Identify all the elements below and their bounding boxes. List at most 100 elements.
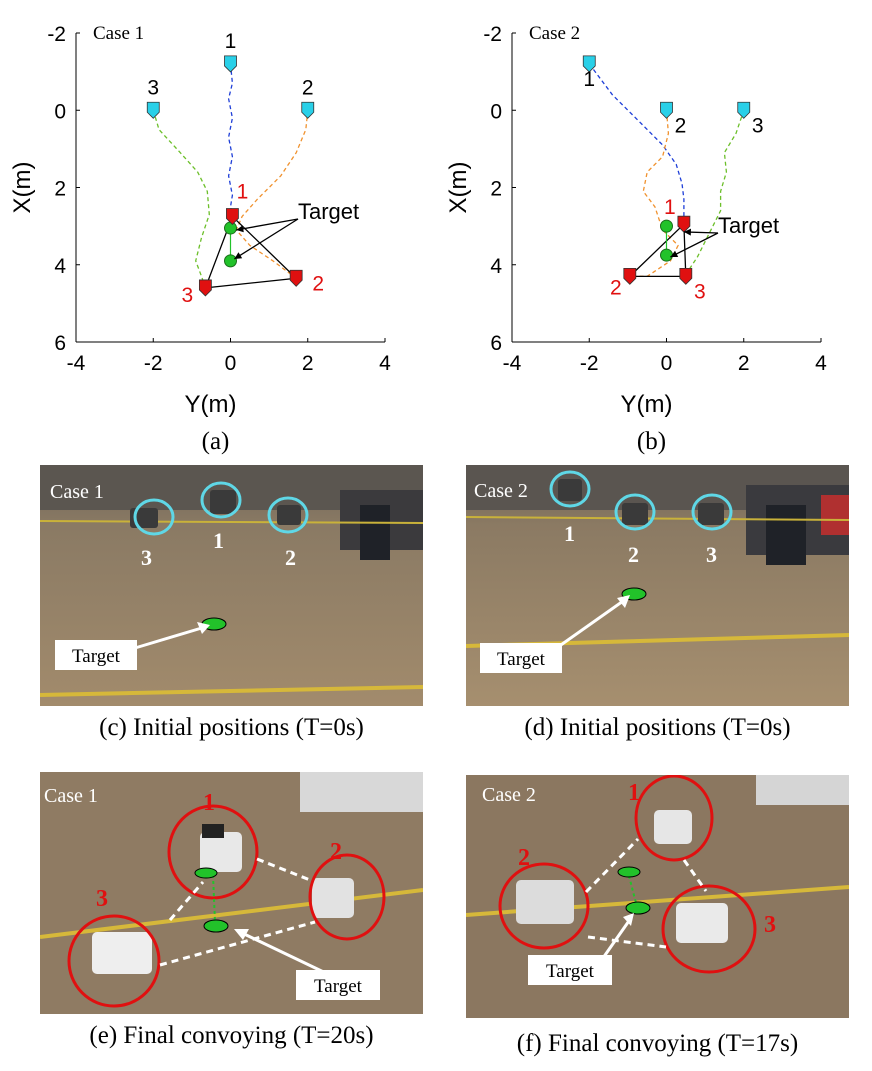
y-axis-label: X(m): [445, 162, 472, 214]
trajectory-1: [227, 63, 234, 217]
trajectory-2: [629, 110, 679, 277]
highlight-circle-3: [133, 498, 175, 536]
x-tick-label: 4: [815, 352, 827, 375]
caption-d: (d) Initial positions (T=0s): [524, 714, 791, 741]
highlight-circle-2: [498, 862, 590, 950]
y-tick-label: 0: [54, 100, 66, 123]
caption-e: (e) Final convoying (T=20s): [89, 1022, 374, 1049]
target-point: [224, 221, 237, 235]
photo-final-case-2: Case 2 1 2 3 Target: [466, 775, 849, 1018]
robot-label-1: 1: [213, 528, 224, 553]
y-tick-label: 2: [54, 178, 66, 201]
x-tick-label: 2: [738, 352, 750, 375]
robot-label-1: 1: [203, 790, 215, 816]
target-point: [660, 219, 673, 233]
robot-label-2: 2: [628, 542, 639, 567]
y-tick-label: -2: [483, 23, 502, 46]
x-axis-label: Y(m): [185, 391, 237, 418]
target-arrow-head: [236, 225, 244, 233]
target-arrow-head: [683, 228, 691, 236]
trajectory-3: [685, 110, 745, 277]
target-label: Target: [72, 646, 121, 667]
start-marker-1: [582, 55, 596, 73]
chart-title: Case 2: [529, 23, 580, 44]
target-annotation: Target: [298, 199, 359, 224]
photo-final-case-1: Case 1 1 2 3 Target: [40, 772, 423, 1014]
end-marker-2: [623, 267, 637, 285]
x-tick-label: 4: [379, 352, 391, 375]
y-tick-label: 0: [490, 100, 502, 123]
target-label: Target: [497, 649, 546, 670]
highlight-circle-3: [691, 493, 733, 531]
robot-label-1: 1: [628, 780, 640, 806]
end-label-2: 2: [312, 272, 324, 295]
robot-label-3: 3: [764, 912, 776, 938]
chart-title: Case 1: [93, 23, 144, 44]
robot-label-3: 3: [96, 886, 108, 912]
highlight-circle-2: [308, 853, 386, 941]
robot-label-1: 1: [564, 521, 575, 546]
target-marker: [625, 901, 651, 915]
highlight-circle-1: [200, 481, 242, 519]
chart-background: [436, 0, 872, 455]
y-tick-label: 2: [490, 178, 502, 201]
start-label-3: 3: [147, 76, 159, 99]
y-tick-label: 4: [54, 255, 66, 278]
target-arrow: [236, 218, 299, 231]
end-marker-3: [679, 267, 693, 285]
photo-initial-case-1: Case 1 3 1 2 Target: [40, 465, 423, 706]
start-label-3: 3: [752, 114, 764, 137]
start-label-2: 2: [302, 76, 314, 99]
end-marker-1: [226, 208, 239, 226]
start-marker-2: [660, 101, 673, 119]
x-tick-label: 0: [661, 352, 673, 375]
case-label: Case 1: [44, 785, 98, 807]
y-tick-label: 6: [54, 332, 66, 355]
caption-c: (c) Initial positions (T=0s): [99, 714, 364, 741]
end-marker-3: [198, 279, 212, 297]
chart-caption: (a): [202, 428, 230, 455]
x-tick-label: -4: [67, 352, 86, 375]
highlight-circle-3: [661, 884, 757, 974]
start-label-1: 1: [583, 68, 595, 91]
case-label: Case 2: [482, 784, 536, 806]
target-arrow-head: [234, 252, 243, 259]
highlight-circle-1: [634, 775, 714, 862]
x-tick-label: -4: [503, 352, 522, 375]
target-label: Target: [314, 976, 363, 997]
robot-label-3: 3: [141, 545, 152, 570]
start-label-1: 1: [225, 30, 237, 53]
target-arrow: [234, 218, 299, 260]
end-marker-2: [289, 269, 303, 287]
caption-f: (f) Final convoying (T=17s): [516, 1030, 799, 1057]
highlight-circle-2: [267, 496, 309, 534]
trajectory-2: [235, 110, 309, 279]
photo-initial-case-2: Case 2 1 2 3 Target: [466, 465, 849, 706]
end-label-3: 3: [694, 280, 706, 303]
highlight-circle-2: [614, 493, 656, 531]
robot-label-2: 2: [330, 839, 342, 865]
y-tick-label: 4: [490, 255, 502, 278]
y-tick-label: 6: [490, 332, 502, 355]
end-label-2: 2: [610, 276, 622, 299]
x-tick-label: -2: [580, 352, 599, 375]
target-arrow-head: [670, 250, 679, 258]
highlight-circle-1: [549, 470, 591, 508]
target-marker: [203, 919, 229, 933]
robot-label-2: 2: [285, 545, 296, 570]
x-tick-label: 0: [225, 352, 237, 375]
case-label: Case 1: [50, 481, 104, 503]
trajectory-3: [152, 110, 210, 289]
y-tick-label: -2: [47, 23, 66, 46]
start-marker-3: [737, 101, 751, 119]
highlight-circle-1: [167, 804, 259, 900]
end-marker-1: [677, 215, 691, 233]
target-annotation: Target: [718, 213, 779, 238]
trajectory-1: [588, 63, 685, 225]
end-label-1: 1: [237, 180, 249, 203]
highlight-circle-3: [67, 914, 161, 1008]
x-tick-label: -2: [144, 352, 163, 375]
